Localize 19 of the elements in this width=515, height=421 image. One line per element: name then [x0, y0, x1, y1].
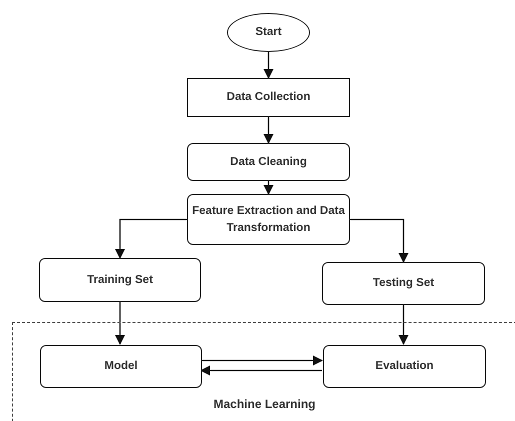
start-ellipse: Start: [227, 13, 310, 52]
arrow: [264, 181, 274, 195]
arrow: [264, 52, 274, 79]
process-box: Data Cleaning: [187, 143, 350, 181]
process-box: Evaluation: [323, 345, 486, 388]
dashed-group-region: [12, 322, 515, 421]
arrow: [398, 305, 408, 345]
process-box: Training Set: [39, 258, 201, 302]
process-box: Data Collection: [187, 78, 350, 117]
arrow: [115, 302, 125, 345]
arrow: [350, 218, 408, 263]
process-box: Feature Extraction and Data Transformation: [187, 194, 350, 245]
process-box: Testing Set: [322, 262, 485, 305]
group-label: Machine Learning: [213, 396, 316, 413]
arrow: [115, 218, 187, 259]
process-box: Model: [40, 345, 202, 388]
arrow: [264, 117, 274, 144]
arrow: [201, 356, 323, 366]
arrow: [200, 366, 322, 376]
